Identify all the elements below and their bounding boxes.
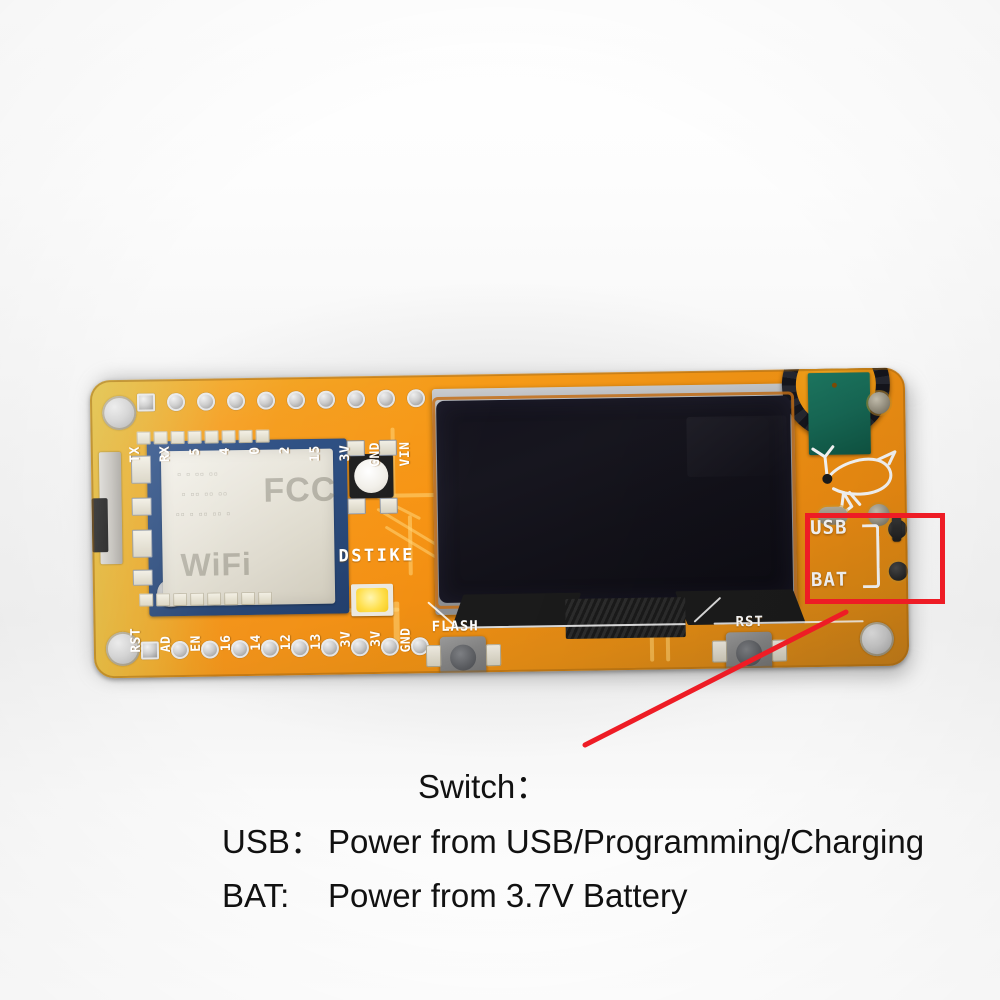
caption-value-bat: Power from 3.7V Battery — [328, 877, 688, 915]
caption-row-usb: USB： Power from USB/Programming/Charging — [222, 815, 924, 869]
dstike-esp8266-board: FCC WiFi ▫ ▫ ▫▫ ▫▫ ▫ ▫▫ ▫▫ ▫▫ ▫▫ ▫ ▫▫ ▫▫… — [89, 367, 910, 679]
switch-highlight-box — [805, 513, 945, 604]
caption-key-bat: BAT: — [222, 877, 290, 915]
caption-rows: USB： Power from USB/Programming/Charging… — [222, 815, 924, 923]
pcb-edge-outline — [90, 368, 910, 679]
caption-title: Switch： — [418, 768, 549, 805]
caption-value-usb: Power from USB/Programming/Charging — [328, 823, 925, 860]
encoder-center-dot — [831, 382, 837, 388]
caption-row-bat: BAT: Power from 3.7V Battery — [222, 869, 924, 923]
caption-key-usb: USB： — [222, 823, 323, 860]
